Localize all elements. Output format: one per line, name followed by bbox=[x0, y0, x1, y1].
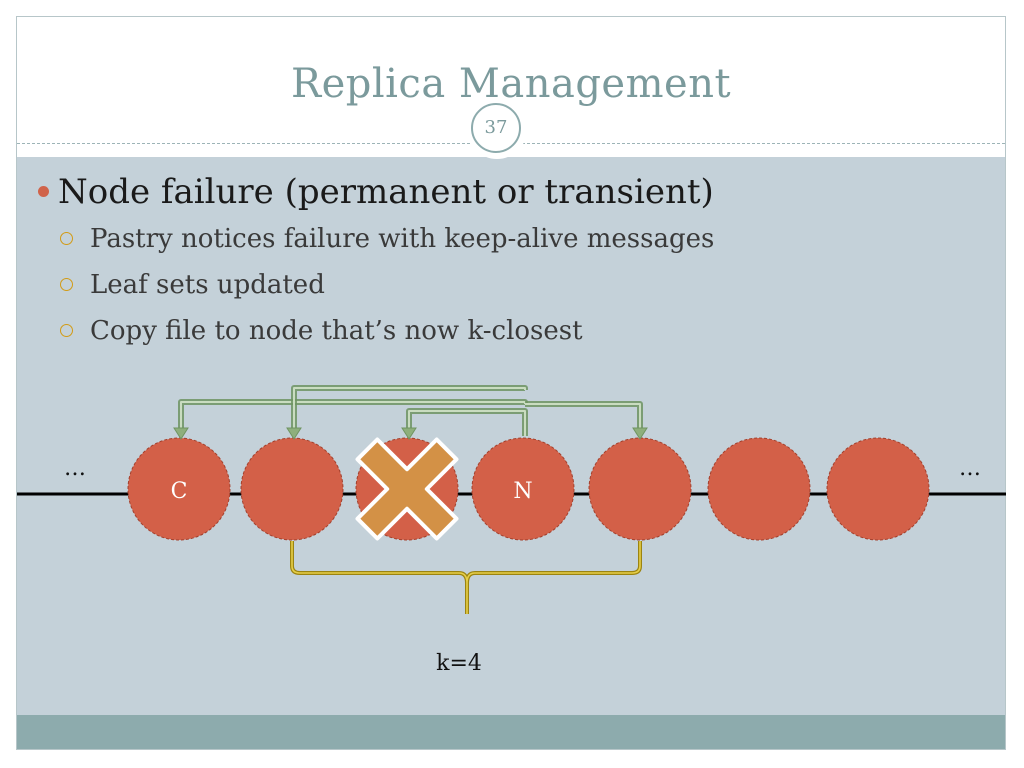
sub-bullet-ring-icon bbox=[60, 324, 73, 337]
brace-label: k=4 bbox=[436, 651, 482, 676]
replica-arrow-4 bbox=[525, 401, 643, 432]
bullet-text: Node failure (permanent or transient) bbox=[58, 172, 714, 212]
ring-node-3 bbox=[355, 437, 459, 541]
node-label: C bbox=[171, 479, 188, 504]
replica-arrow-3 bbox=[406, 408, 528, 436]
ring-node-6 bbox=[707, 437, 811, 541]
replica-arrow-core bbox=[180, 401, 526, 432]
left-ellipsis: … bbox=[64, 456, 86, 481]
cross-shape bbox=[355, 437, 459, 541]
node-circle bbox=[240, 437, 344, 541]
sub-bullet-ring-icon bbox=[60, 278, 73, 291]
node-circle bbox=[127, 437, 231, 541]
ring-node-4: N bbox=[471, 437, 575, 541]
arrowhead-icon bbox=[401, 427, 417, 440]
arrowhead-icon bbox=[286, 427, 302, 440]
failed-cross-icon bbox=[355, 437, 459, 541]
sub-bullet-2: Leaf sets updated bbox=[38, 262, 978, 308]
bullet-level1: Node failure (permanent or transient) bbox=[38, 170, 978, 214]
replica-arrows bbox=[173, 385, 648, 440]
replica-arrow-core bbox=[525, 403, 641, 432]
sub-bullet-text: Copy file to node that’s now k-closest bbox=[90, 316, 583, 346]
ring-node-2 bbox=[240, 437, 344, 541]
slide-number: 37 bbox=[471, 103, 521, 153]
ring-node-7 bbox=[826, 437, 930, 541]
node-label: N bbox=[513, 479, 532, 504]
replica-arrow-core bbox=[293, 387, 526, 432]
brace-core bbox=[291, 541, 641, 614]
arrowhead-icon bbox=[632, 427, 648, 440]
footer-bar bbox=[17, 715, 1005, 749]
arrowhead-icon bbox=[173, 427, 189, 440]
k-closest-brace bbox=[290, 541, 642, 614]
bullet-list: Node failure (permanent or transient) Pa… bbox=[38, 170, 978, 354]
ring-node-1: C bbox=[127, 437, 231, 541]
sub-bullet-3: Copy file to node that’s now k-closest bbox=[38, 308, 978, 354]
node-circle bbox=[588, 437, 692, 541]
node-circle bbox=[471, 437, 575, 541]
node-circle bbox=[826, 437, 930, 541]
sub-bullet-text: Pastry notices failure with keep-alive m… bbox=[90, 224, 715, 254]
replica-arrow-1 bbox=[178, 399, 528, 432]
ring-node-5 bbox=[588, 437, 692, 541]
right-ellipsis: … bbox=[959, 456, 981, 481]
sub-bullet-ring-icon bbox=[60, 232, 73, 245]
slide-frame: Replica Management bbox=[16, 16, 1006, 750]
node-circle bbox=[707, 437, 811, 541]
replica-arrow-core bbox=[408, 410, 526, 436]
sub-bullet-1: Pastry notices failure with keep-alive m… bbox=[38, 216, 978, 262]
slide-title: Replica Management bbox=[290, 61, 732, 107]
bullet-dot-icon bbox=[38, 186, 49, 197]
sub-bullet-text: Leaf sets updated bbox=[90, 270, 325, 300]
